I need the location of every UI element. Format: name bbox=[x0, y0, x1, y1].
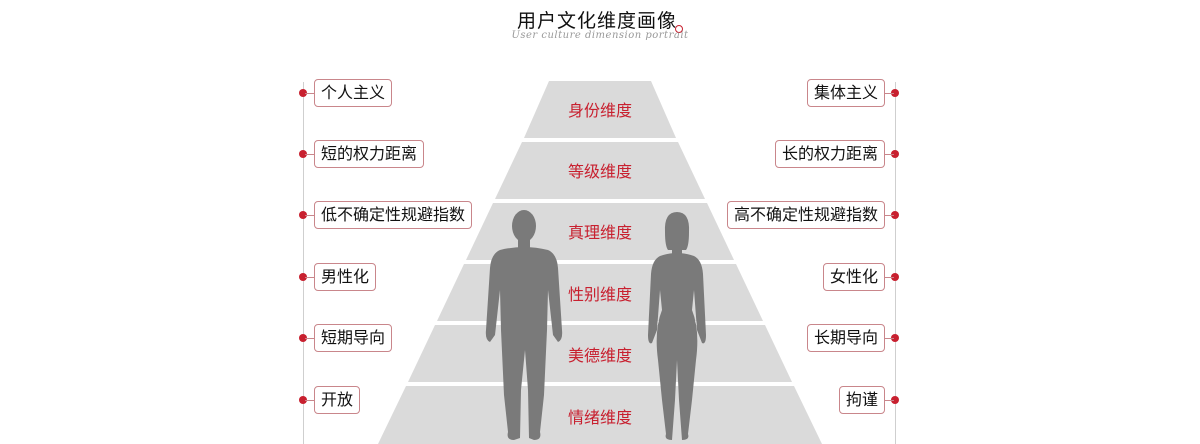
pyramid-tier-1 bbox=[524, 81, 676, 138]
title-text: 用户文化维度画像 bbox=[516, 10, 677, 32]
bullet-dot-icon bbox=[299, 396, 307, 404]
left-label-individualism: 个人主义 bbox=[314, 79, 393, 107]
left-label-masculinity: 男性化 bbox=[314, 263, 377, 291]
right-label-collectivism: 集体主义 bbox=[806, 79, 885, 107]
connector bbox=[305, 154, 315, 155]
tier-label-gender: 性别维度 bbox=[567, 285, 632, 304]
connector bbox=[305, 277, 315, 278]
pyramid-tier-2 bbox=[495, 142, 705, 199]
bullet-dot-icon bbox=[891, 396, 899, 404]
page-title: 用户文化维度画像 bbox=[0, 6, 1200, 33]
right-label-long-power-distance: 长的权力距离 bbox=[774, 140, 885, 168]
female-silhouette-icon bbox=[648, 212, 706, 440]
tier-label-virtue: 美德维度 bbox=[567, 346, 632, 365]
tier-label-truth: 真理维度 bbox=[567, 223, 632, 242]
connector bbox=[884, 215, 894, 216]
right-label-long-term-orientation: 长期导向 bbox=[806, 324, 885, 352]
connector bbox=[884, 93, 894, 94]
bullet-dot-icon bbox=[299, 211, 307, 219]
bullet-dot-icon bbox=[299, 150, 307, 158]
connector bbox=[305, 215, 315, 216]
connector bbox=[884, 277, 894, 278]
tier-label-emotion: 情绪维度 bbox=[567, 408, 632, 427]
connector bbox=[884, 338, 894, 339]
left-axis-line bbox=[303, 82, 304, 444]
connector bbox=[884, 400, 894, 401]
bullet-dot-icon bbox=[299, 89, 307, 97]
bullet-dot-icon bbox=[891, 273, 899, 281]
connector bbox=[305, 400, 315, 401]
bullet-dot-icon bbox=[891, 334, 899, 342]
tier-label-identity: 身份维度 bbox=[567, 101, 632, 120]
bullet-dot-icon bbox=[891, 211, 899, 219]
pyramid-tier-6 bbox=[378, 386, 822, 444]
left-label-short-term-orientation: 短期导向 bbox=[314, 324, 393, 352]
bullet-dot-icon bbox=[891, 89, 899, 97]
left-label-open: 开放 bbox=[314, 386, 361, 414]
title-ring-icon bbox=[675, 25, 683, 33]
right-label-high-uncertainty-avoidance: 高不确定性规避指数 bbox=[726, 201, 885, 229]
bullet-dot-icon bbox=[891, 150, 899, 158]
connector bbox=[305, 338, 315, 339]
page-subtitle: User culture dimension portrait bbox=[511, 30, 689, 41]
connector bbox=[884, 154, 894, 155]
bullet-dot-icon bbox=[299, 273, 307, 281]
right-axis-line bbox=[895, 82, 896, 444]
right-label-femininity: 女性化 bbox=[822, 263, 885, 291]
left-label-low-uncertainty-avoidance: 低不确定性规避指数 bbox=[314, 201, 473, 229]
tier-label-hierarchy: 等级维度 bbox=[567, 162, 632, 181]
connector bbox=[305, 93, 315, 94]
right-label-reserved: 拘谨 bbox=[838, 386, 885, 414]
bullet-dot-icon bbox=[299, 334, 307, 342]
male-silhouette-icon bbox=[485, 210, 563, 440]
left-label-short-power-distance: 短的权力距离 bbox=[314, 140, 425, 168]
